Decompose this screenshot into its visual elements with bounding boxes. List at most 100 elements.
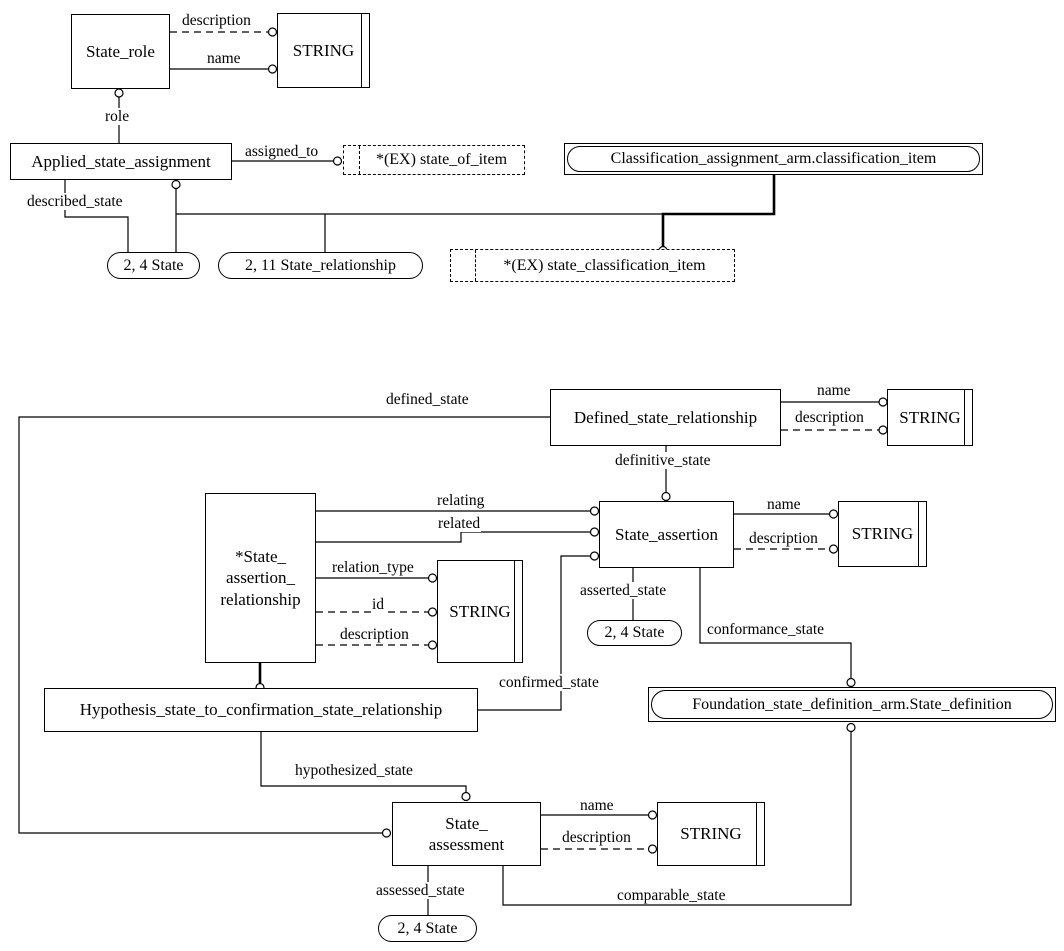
type-label: STRING bbox=[851, 524, 914, 543]
entity-state-role: State_role bbox=[71, 14, 170, 89]
double-line-mark bbox=[361, 14, 362, 87]
double-line-mark bbox=[918, 502, 919, 566]
relation-end-circle bbox=[427, 607, 438, 617]
attribute-label-description: description bbox=[748, 530, 819, 548]
relation-end-circle bbox=[589, 527, 600, 537]
attribute-label-name: name bbox=[206, 50, 242, 68]
attribute-label-relation-type: relation_type bbox=[331, 559, 415, 577]
page-ref-label: 2, 4 State bbox=[123, 256, 184, 274]
attribute-label-name: name bbox=[816, 382, 852, 400]
entity-applied-state-assignment: Applied_state_assignment bbox=[10, 143, 232, 180]
entity-label: State_assertion bbox=[615, 524, 718, 544]
attribute-label-definitive-state: definitive_state bbox=[614, 452, 712, 470]
dashed-divider bbox=[475, 250, 476, 281]
entity-label-line: *State_ bbox=[235, 547, 286, 567]
relation-end-circle bbox=[267, 27, 278, 37]
entity-hypothesis-state-to-confirmation-state-relationship: Hypothesis_state_to_confirmation_state_r… bbox=[44, 688, 478, 732]
relation-end-circle bbox=[427, 640, 438, 650]
relation-end-circle bbox=[461, 791, 471, 802]
attribute-label-conformance-state: conformance_state bbox=[706, 621, 826, 639]
relation-end-circle bbox=[267, 64, 278, 74]
attribute-label-hypothesized-state: hypothesized_state bbox=[294, 762, 414, 780]
entity-state-assertion-relationship: *State_ assertion_ relationship bbox=[205, 493, 316, 663]
attribute-label-description: description bbox=[561, 829, 632, 847]
interschema-ref-label: Foundation_state_definition_arm.State_de… bbox=[651, 690, 1053, 719]
page-ref-state: 2, 4 State bbox=[587, 620, 682, 646]
relation-end-circle bbox=[878, 397, 888, 407]
relation-end-circle bbox=[381, 828, 392, 838]
attribute-label-asserted-state: asserted_state bbox=[579, 582, 668, 600]
type-string-box: STRING bbox=[887, 389, 973, 446]
type-string-box: STRING bbox=[838, 501, 927, 567]
connector-assignment-select-branch bbox=[175, 188, 774, 252]
entity-label-line: assertion_ bbox=[226, 568, 295, 588]
interschema-ref-label: Classification_assignment_arm.classifica… bbox=[567, 146, 980, 172]
entity-label: Hypothesis_state_to_confirmation_state_r… bbox=[79, 700, 443, 720]
relation-end-circle bbox=[846, 722, 856, 733]
relation-end-circle bbox=[114, 88, 124, 98]
attribute-label-description: description bbox=[339, 626, 410, 644]
page-ref-label: 2, 4 State bbox=[397, 919, 458, 937]
double-line-mark bbox=[964, 390, 965, 445]
entity-label: State_role bbox=[86, 41, 155, 61]
connector-conformance-state bbox=[699, 568, 852, 679]
entity-state-assertion: State_assertion bbox=[599, 501, 734, 568]
relation-end-circle bbox=[846, 677, 856, 688]
relation-end-circle bbox=[647, 844, 658, 854]
attribute-label-name: name bbox=[579, 797, 615, 815]
attribute-label-role: role bbox=[104, 108, 131, 126]
type-label: STRING bbox=[680, 824, 742, 843]
entity-label-line: assessment bbox=[428, 835, 505, 854]
type-string-box: STRING bbox=[437, 560, 523, 663]
type-string-box: STRING bbox=[277, 13, 370, 88]
interschema-ref-classification-item: Classification_assignment_arm.classifica… bbox=[564, 143, 983, 175]
relation-end-circle bbox=[878, 425, 888, 435]
connector-comparable-state bbox=[502, 731, 852, 906]
relation-end-circle bbox=[589, 506, 600, 516]
attribute-label-relating: relating bbox=[436, 492, 486, 510]
entity-label: Defined_state_relationship bbox=[573, 407, 758, 427]
connector-hypothesized-state bbox=[260, 732, 467, 793]
entity-defined-state-relationship: Defined_state_relationship bbox=[550, 389, 781, 446]
attribute-label-description: description bbox=[181, 12, 252, 30]
attribute-label-description: description bbox=[794, 409, 865, 427]
external-ref-label: *(EX) state_classification_item bbox=[503, 256, 706, 274]
entity-label: Applied_state_assignment bbox=[31, 151, 211, 171]
relation-end-circle bbox=[589, 551, 600, 561]
connector-defined-state bbox=[18, 416, 550, 834]
type-string-box: STRING bbox=[657, 802, 765, 866]
relation-end-circle bbox=[661, 491, 671, 502]
attribute-label-comparable-state: comparable_state bbox=[616, 887, 727, 905]
attribute-label-name: name bbox=[766, 496, 802, 514]
external-ref-state-classification-item: *(EX) state_classification_item bbox=[450, 249, 735, 282]
type-label: STRING bbox=[292, 40, 355, 60]
connector-classification-subtype-thick bbox=[661, 175, 776, 247]
type-label: STRING bbox=[449, 601, 511, 621]
entity-label-line: relationship bbox=[220, 589, 301, 609]
entity-state-assessment: State_ assessment bbox=[392, 802, 541, 866]
connector-confirmed-state bbox=[478, 555, 590, 711]
relation-end-circle bbox=[332, 156, 343, 166]
page-ref-state: 2, 4 State bbox=[378, 915, 477, 942]
entity-label-line: State_ bbox=[445, 813, 488, 833]
attribute-label-related: related bbox=[437, 515, 482, 533]
dashed-divider bbox=[359, 146, 360, 174]
external-ref-state-of-item: *(EX) state_of_item bbox=[343, 145, 525, 175]
relation-end-circle bbox=[828, 509, 839, 519]
relation-end-circle bbox=[828, 544, 839, 554]
relation-end-circle bbox=[171, 179, 181, 190]
connector-described-state bbox=[64, 180, 129, 252]
double-line-mark bbox=[514, 561, 515, 662]
relation-end-circle bbox=[427, 573, 438, 583]
attribute-label-assigned-to: assigned_to bbox=[244, 143, 320, 161]
page-ref-label: 2, 11 State_relationship bbox=[245, 256, 396, 274]
page-ref-label: 2, 4 State bbox=[604, 624, 665, 641]
attribute-label-described-state: described_state bbox=[26, 193, 124, 211]
attribute-label-id: id bbox=[371, 596, 386, 614]
type-label: STRING bbox=[899, 407, 961, 427]
connector-related bbox=[316, 531, 590, 543]
relation-end-circle bbox=[647, 810, 658, 820]
attribute-label-confirmed-state: confirmed_state bbox=[498, 674, 600, 692]
